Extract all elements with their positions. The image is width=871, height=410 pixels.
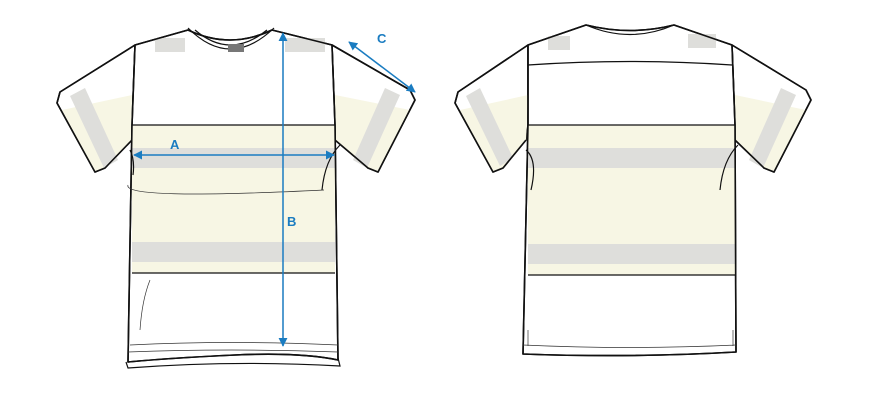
dimension-lines: A B C bbox=[133, 31, 416, 347]
back-collar bbox=[585, 24, 675, 36]
front-reflective-stripe-upper bbox=[132, 148, 335, 168]
back-reflective-stripe-upper bbox=[528, 148, 735, 168]
label-tag bbox=[228, 44, 244, 52]
dimension-b-label: B bbox=[287, 214, 296, 229]
front-view bbox=[56, 27, 416, 369]
back-view bbox=[454, 24, 812, 357]
back-reflective-stripe-lower bbox=[528, 244, 735, 264]
dimension-c-label: C bbox=[377, 31, 387, 46]
dimension-a-label: A bbox=[170, 137, 180, 152]
dimension-c-line bbox=[348, 41, 416, 93]
front-reflective-stripe-lower bbox=[132, 242, 335, 262]
